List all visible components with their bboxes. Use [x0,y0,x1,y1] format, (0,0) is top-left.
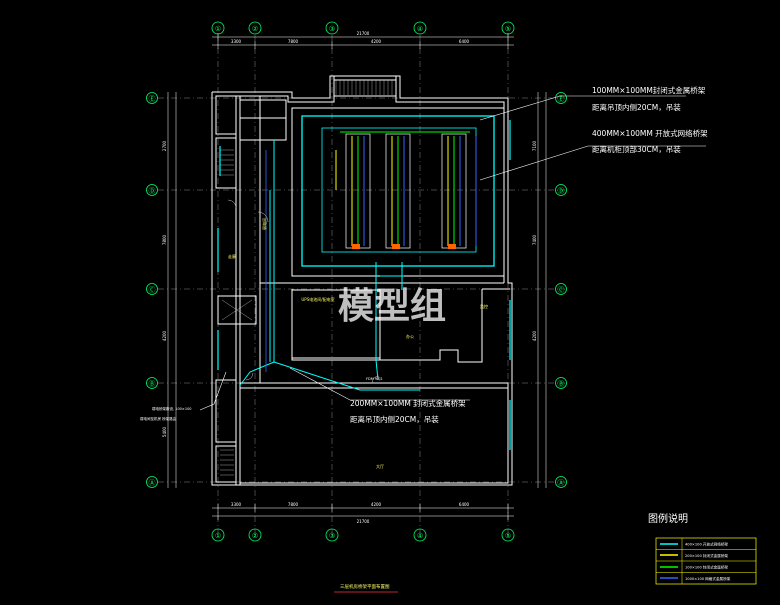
dim-right-1: 7100 [532,140,537,151]
callout-left-note-line2: 弱电间至机房 桥架路由 [140,416,177,421]
dim-right-2: 7400 [532,234,537,245]
legend-item-1: 400×100 开放式网络桥架 [685,542,728,547]
dim-left-4: 5400 [162,426,167,437]
door-swings [227,199,380,384]
windows [217,120,511,450]
tray-400-loop [301,115,495,267]
tray-yellow-runs [335,136,449,246]
dim-bottom-span-1: 3300 [231,502,242,507]
room-label-weak: 弱电间 [261,218,267,230]
watermark: 模型组 [338,286,446,327]
dim-top-span-4: 6400 [459,39,470,44]
callout-tray-200-line1: 200MM×100MM 封闭式金属桥架 [350,398,466,408]
dim-bottom-total: 21700 [357,519,370,524]
axis-label-right-c: Ⓒ [558,286,565,294]
callout-left-note-line1: 弱电桥架敷设, 100×100 [152,406,192,411]
callout-tray-100-line1: 100MM×100MM封闭式金属桥架 [592,85,706,95]
axis-label-right-d: Ⓓ [558,187,565,195]
dim-top-span-1: 3300 [231,39,242,44]
tray-green-runs [340,131,470,246]
dim-bottom-span-2: 7800 [288,502,299,507]
dim-bottom-span-3: 4200 [371,502,382,507]
legend-item-2: 200×100 封闭式金属桥架 [685,553,728,558]
axis-bubbles-right [555,92,567,488]
callout-tray-200-line2: 距离吊顶内侧20CM，吊装 [350,414,439,424]
callout-tray-400-line1: 400MM×100MM 开放式网络桥架 [592,128,708,138]
equipment-blocks [352,244,456,249]
legend-box [655,537,757,585]
axis-label-right-b: Ⓑ [558,380,565,388]
callout-tray-400-line2: 距离机柜顶部30CM，吊装 [592,144,681,154]
legend-item-4: 1000×100 网格式金属桥架 [685,576,731,581]
room-label-hall: 大厅 [376,463,384,469]
leader-lines [199,95,706,411]
axis-label-right-a: Ⓐ [558,479,565,487]
door-label: FDM 9ZJ1 [366,377,383,381]
dim-bottom-span-4: 6400 [459,502,470,507]
dim-top-span-3: 4200 [371,39,382,44]
axis-label-top-3: ③ [329,25,335,33]
tray-blue-runs [363,136,477,246]
axis-label-right-e: Ⓔ [558,95,565,103]
axis-label-top-2: ② [252,25,258,33]
axis-label-left-b: Ⓑ [149,380,156,388]
axis-label-bottom-3: ③ [329,532,335,540]
axis-label-bottom-4: ④ [417,532,423,540]
axis-bubbles-left [146,92,158,488]
dim-left-2: 7800 [162,234,167,245]
plan-title: 三层机房桥架平面布置图 [340,583,390,590]
axis-label-top-1: ① [215,25,221,33]
dim-left-3: 4200 [162,330,167,341]
axis-label-left-d: Ⓓ [149,187,156,195]
legend-item-3: 100×100 封闭式金属桥架 [685,565,728,570]
dim-left-1: 2700 [162,140,167,151]
axis-label-top-4: ④ [417,25,423,33]
tray-200-route [239,140,420,391]
legend-title: 图例说明 [648,512,688,525]
stair-hatching [220,80,393,476]
building-walls [211,75,513,486]
axis-label-bottom-1: ① [215,532,221,540]
axis-bubbles-bottom [211,528,515,542]
room-label-corridor: 走廊 [228,253,236,259]
room-label-office: 办公 [406,333,414,339]
dimension-lines [167,33,547,520]
axis-label-left-e: Ⓔ [149,95,156,103]
axis-label-left-a: Ⓐ [149,479,156,487]
callout-tray-100-line2: 距离吊顶内侧20CM，吊装 [592,102,681,112]
room-label-monitor: 监控 [480,303,488,309]
axis-label-bottom-2: ② [252,532,258,540]
axis-bubbles-top [211,21,515,35]
dim-top-total: 21700 [357,31,370,36]
axis-label-top-5: ⑤ [505,25,511,33]
dim-top-span-2: 7800 [288,39,299,44]
dim-right-3: 4200 [532,330,537,341]
room-label-ups: UPS电池间/配电室 [301,296,334,302]
axis-label-left-c: Ⓒ [149,286,156,294]
axis-label-bottom-5: ⑤ [505,532,511,540]
